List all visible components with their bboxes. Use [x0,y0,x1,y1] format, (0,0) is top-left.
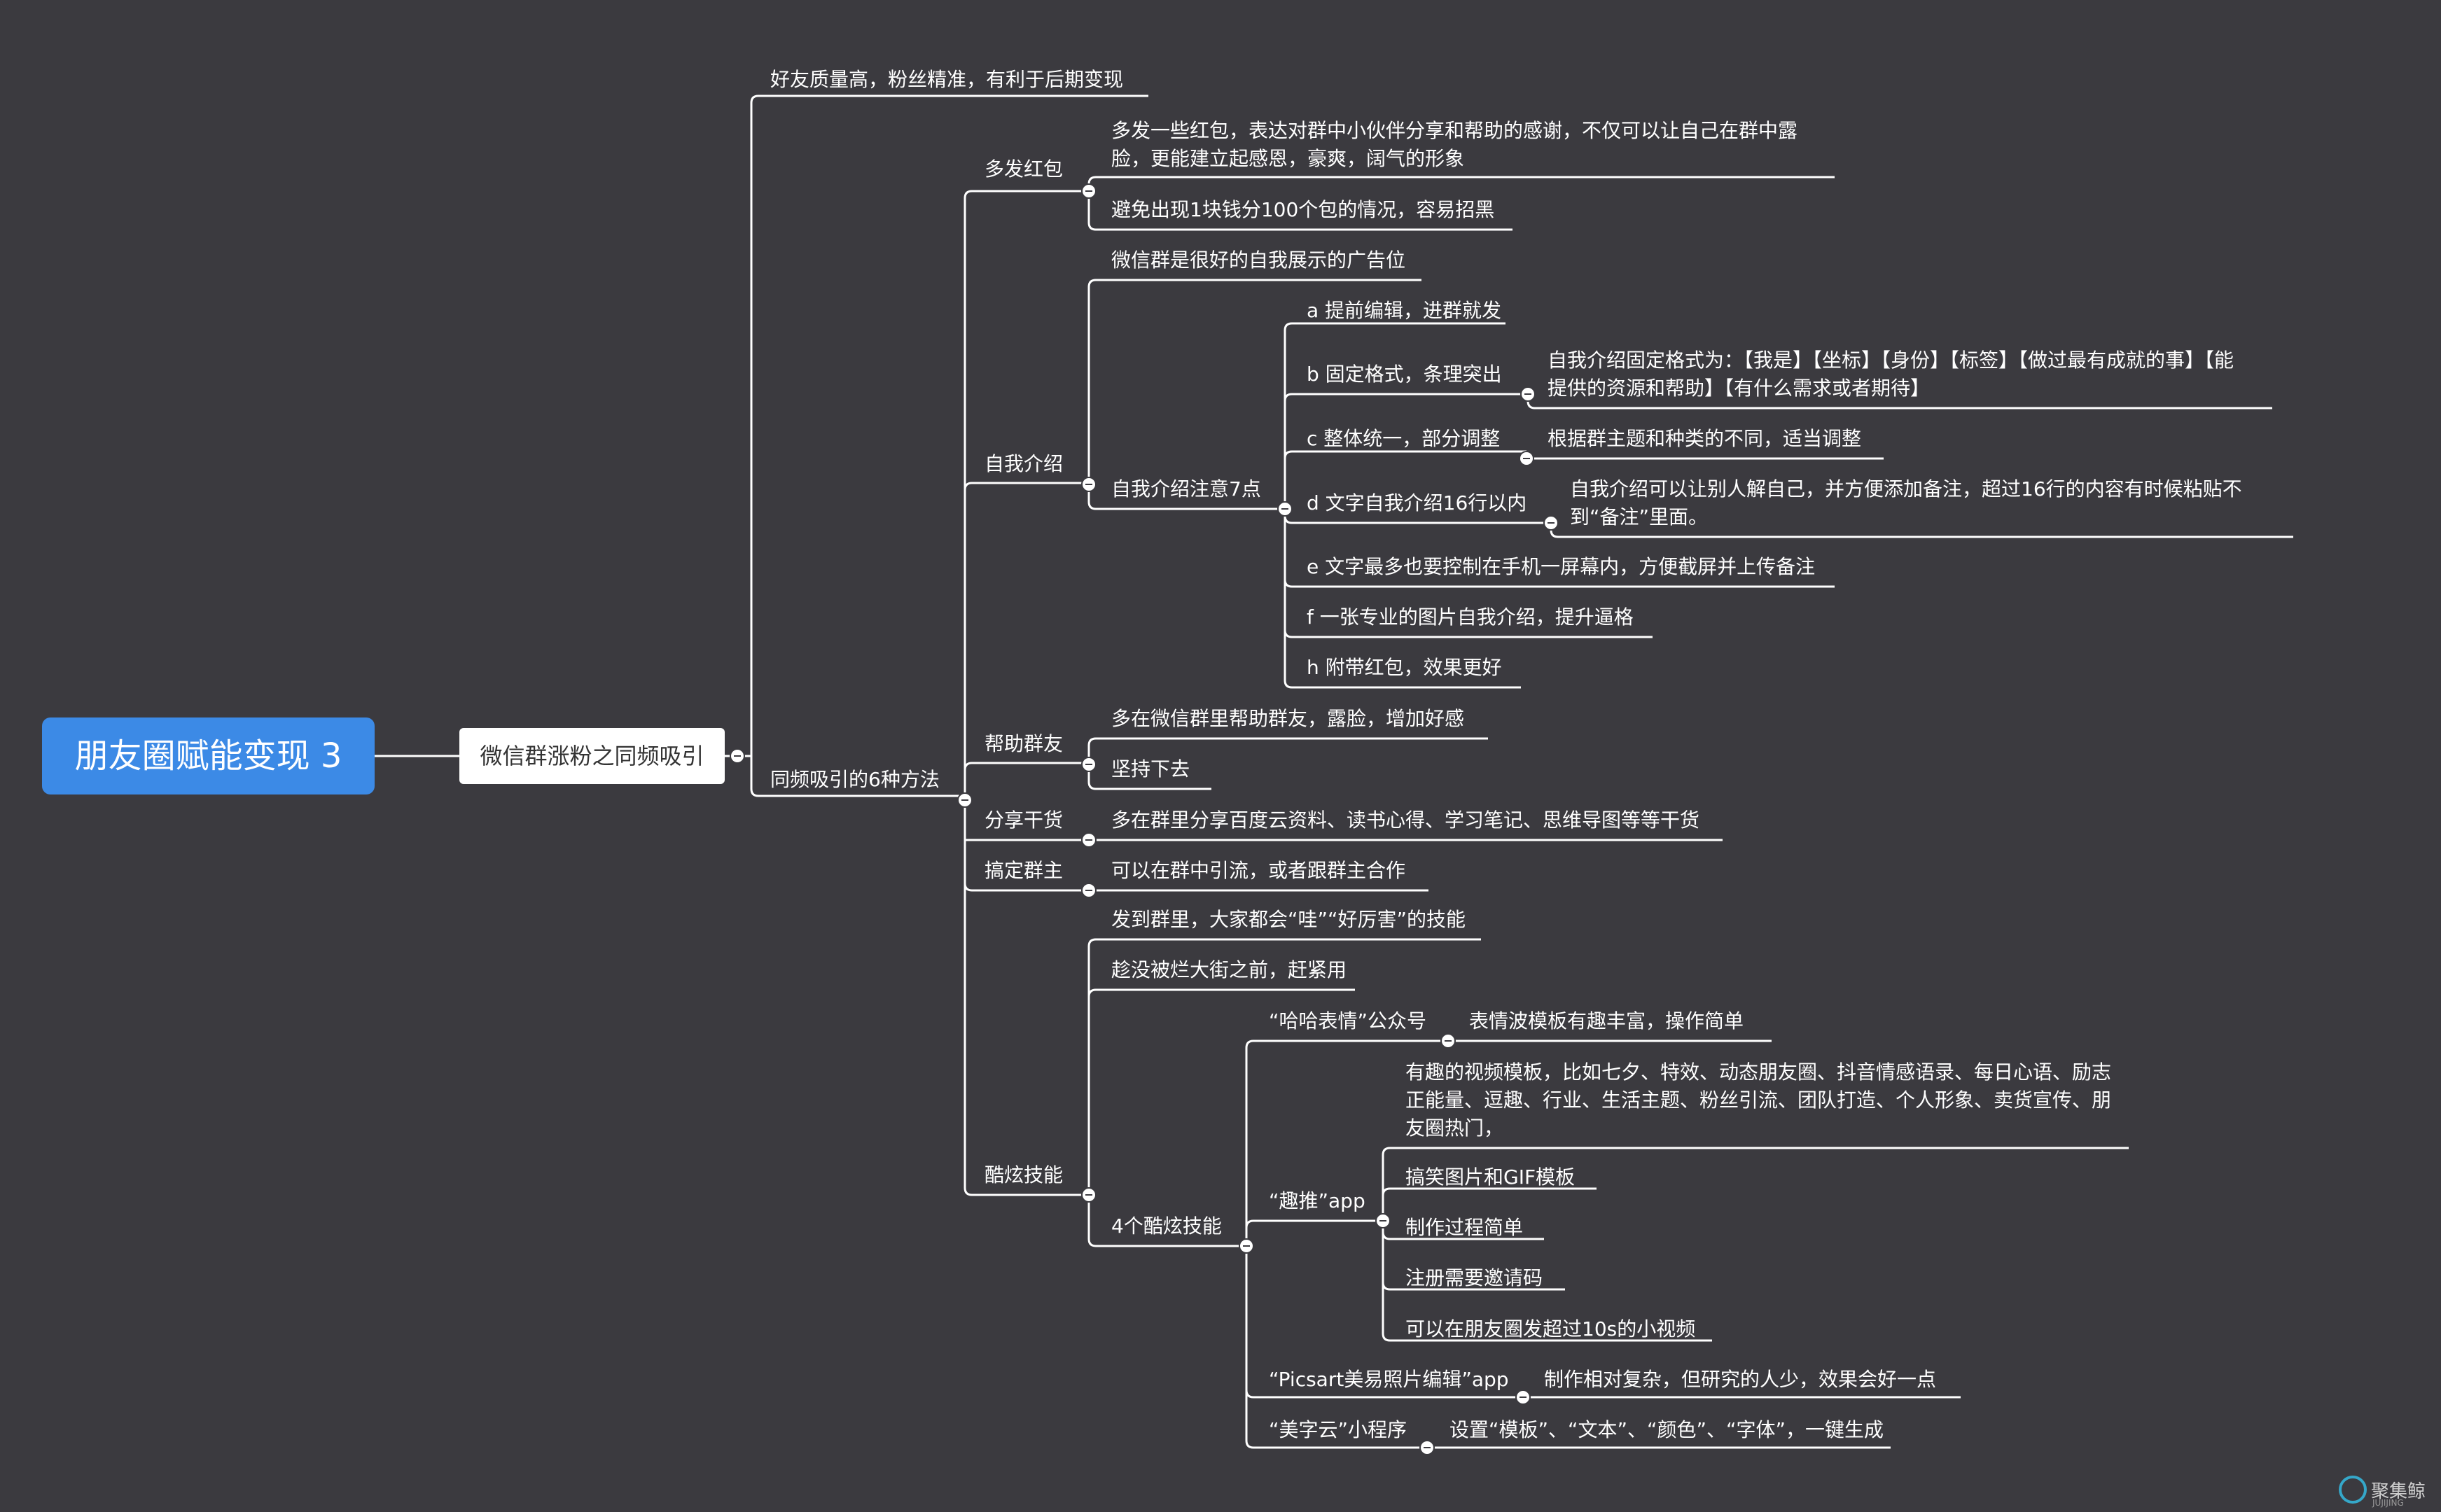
collapse-toggle-four[interactable] [1239,1238,1254,1254]
collapse-toggle-picsart[interactable] [1515,1390,1531,1405]
node-cool-hurry[interactable]: 趁没被烂大街之前，赶紧用 [1111,958,1347,981]
collapse-toggle-hongbao[interactable] [1081,183,1097,199]
node-four-picsart-detail[interactable]: 制作相对复杂，但研究的人少，效果会好一点 [1544,1368,1937,1391]
level1-node[interactable]: 微信群涨粉之同频吸引 [459,728,725,784]
collapse-toggle-seven-b[interactable] [1520,386,1536,402]
node-hongbao-item-2[interactable]: 避免出现1块钱分100个包的情况，容易招黑 [1111,198,1495,221]
node-help[interactable]: 帮助群友 [985,732,1064,755]
node-four-meizi[interactable]: “美字云”小程序 [1269,1418,1407,1441]
node-owner-item[interactable]: 可以在群中引流，或者跟群主合作 [1111,859,1406,882]
root-node[interactable]: 朋友圈赋能变现 3 [42,718,375,794]
node-qutui-item-2[interactable]: 搞笑图片和GIF模板 [1405,1166,1576,1189]
node-hongbao-item-1[interactable]: 多发一些红包，表达对群中小伙伴分享和帮助的感谢，不仅可以让自己在群中露脸，更能建… [1111,119,1798,170]
node-seven-a[interactable]: a 提前编辑，进群就发 [1307,299,1502,322]
node-intro-seven[interactable]: 自我介绍注意7点 [1111,477,1261,500]
node-seven-b-detail[interactable]: 自我介绍固定格式为：【我是】【坐标】【身份】【标签】【做过最有成就的事】【能提供… [1548,349,2234,400]
collapse-toggle-seven-c[interactable] [1519,451,1534,466]
node-qutui-item-3[interactable]: 制作过程简单 [1405,1216,1524,1239]
node-qutui-item-5[interactable]: 可以在朋友圈发超过10s的小视频 [1405,1317,1696,1340]
node-seven-e[interactable]: e 文字最多也要控制在手机一屏幕内，方便截屏并上传备注 [1307,555,1816,578]
node-four-haha[interactable]: “哈哈表情”公众号 [1269,1009,1427,1032]
node-help-item-1[interactable]: 多在微信群里帮助群友，露脸，增加好感 [1111,707,1465,730]
collapse-toggle-share[interactable] [1081,832,1097,848]
node-seven-c[interactable]: c 整体统一，部分调整 [1307,427,1501,450]
node-owner[interactable]: 搞定群主 [985,859,1064,882]
watermark-subtext: JUJIJING [2372,1498,2404,1508]
node-seven-d-detail[interactable]: 自我介绍可以让别人解自己，并方便添加备注，超过16行的内容有时候粘贴不到“备注”… [1570,477,2242,528]
node-cool[interactable]: 酷炫技能 [985,1163,1064,1186]
node-seven-b[interactable]: b 固定格式，条理突出 [1307,363,1502,386]
node-qutui-item-4[interactable]: 注册需要邀请码 [1405,1266,1543,1289]
collapse-toggle-methods[interactable] [957,792,973,808]
node-seven-d[interactable]: d 文字自我介绍16行以内 [1307,491,1527,514]
node-quality[interactable]: 好友质量高，粉丝精准，有利于后期变现 [770,68,1124,91]
node-four-haha-detail[interactable]: 表情波模板有趣丰富，操作简单 [1469,1009,1744,1032]
node-four-picsart[interactable]: “Picsart美易照片编辑”app [1269,1368,1509,1391]
collapse-toggle-cool[interactable] [1081,1187,1097,1203]
node-methods[interactable]: 同频吸引的6种方法 [770,768,940,791]
watermark-text: 聚集鲸 [2371,1481,2426,1502]
collapse-toggle-seven-d[interactable] [1543,515,1559,531]
node-qutui-item-1[interactable]: 有趣的视频模板，比如七夕、特效、动态朋友圈、抖音情感语录、每日心语、励志正能量、… [1405,1060,2112,1140]
collapse-toggle-level1[interactable] [730,748,745,764]
collapse-toggle-owner[interactable] [1081,883,1097,898]
node-cool-four[interactable]: 4个酷炫技能 [1111,1214,1222,1238]
collapse-toggle-seven[interactable] [1277,501,1293,517]
collapse-toggle-help[interactable] [1081,757,1097,772]
collapse-toggle-haha[interactable] [1440,1033,1456,1049]
collapse-toggle-meizi[interactable] [1419,1440,1435,1455]
node-share-item[interactable]: 多在群里分享百度云资料、读书心得、学习笔记、思维导图等等干货 [1111,808,1700,832]
watermark-logo-icon [2339,1476,2367,1504]
node-intro-ad[interactable]: 微信群是很好的自我展示的广告位 [1111,248,1406,272]
collapse-toggle-intro[interactable] [1081,477,1097,492]
node-four-qutui[interactable]: “趣推”app [1269,1189,1365,1212]
node-seven-f[interactable]: f 一张专业的图片自我介绍，提升逼格 [1307,606,1634,629]
node-cool-wow[interactable]: 发到群里，大家都会“哇”“好厉害”的技能 [1111,908,1466,931]
collapse-toggle-qutui[interactable] [1375,1213,1391,1228]
node-share[interactable]: 分享干货 [985,808,1064,832]
node-seven-c-detail[interactable]: 根据群主题和种类的不同，适当调整 [1548,427,1862,450]
node-seven-h[interactable]: h 附带红包，效果更好 [1307,656,1502,679]
node-four-meizi-detail[interactable]: 设置“模板”、“文本”、“颜色”、“字体”，一键生成 [1449,1418,1884,1441]
node-hongbao[interactable]: 多发红包 [985,158,1064,181]
node-intro[interactable]: 自我介绍 [985,452,1064,475]
node-help-item-2[interactable]: 坚持下去 [1111,757,1190,780]
